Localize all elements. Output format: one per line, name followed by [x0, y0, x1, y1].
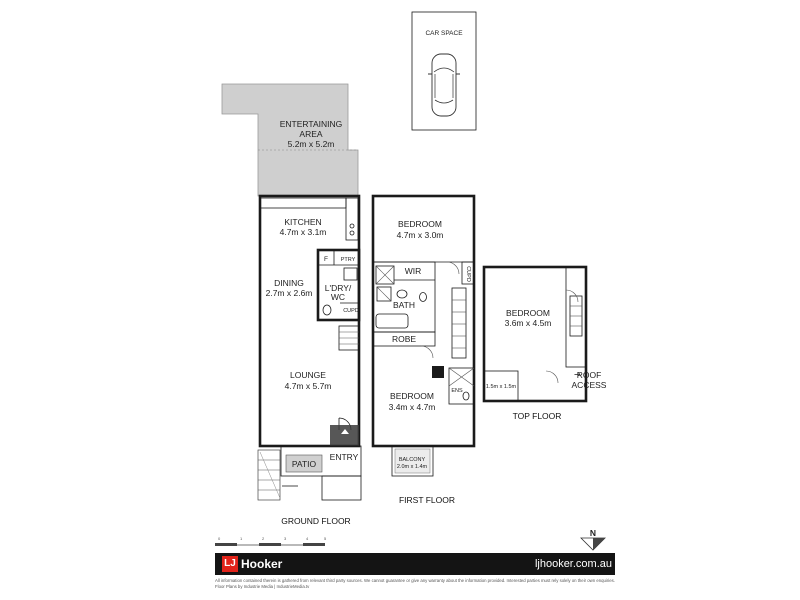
pantry-label: PTRY — [341, 257, 356, 263]
bedroom2-size: 3.4m x 4.7m — [389, 402, 436, 412]
balcony-size: 2.0m x 1.4m — [397, 464, 428, 470]
compass-icon: N — [580, 528, 606, 551]
lounge-label: LOUNGE — [290, 370, 326, 380]
basin-icon — [396, 289, 408, 299]
patio-outline — [280, 445, 362, 477]
laundry-label: L'DRY/ — [325, 283, 352, 293]
laundry-label-2: WC — [331, 292, 345, 302]
brand-url-link[interactable]: ljhooker.com.au — [534, 558, 612, 570]
bath-toilet-icon — [419, 292, 427, 302]
ground-floor: ENTERTAINING AREA 5.2m x 5.2m KITCHEN 4.… — [221, 83, 362, 526]
bath-label: BATH — [393, 300, 415, 310]
ens-label: ENS — [451, 388, 463, 394]
car-space-label: CAR SPACE — [425, 30, 463, 37]
compass-north-label: N — [590, 528, 596, 538]
laundry-tub — [343, 267, 358, 281]
footer-bar — [215, 553, 615, 575]
bedroom3-size: 3.6m x 4.5m — [505, 318, 552, 328]
kitchen-label: KITCHEN — [284, 217, 321, 227]
bedroom3-label: BEDROOM — [506, 308, 550, 318]
top-stairs — [569, 295, 583, 337]
car-icon — [428, 53, 460, 117]
robe-label: ROBE — [392, 334, 416, 344]
scale-tick-4: 4 — [306, 536, 309, 541]
bathtub-icon — [375, 313, 409, 329]
dining-size: 2.7m x 2.6m — [266, 288, 313, 298]
first-floor-title: FIRST FLOOR — [399, 495, 455, 505]
bedroom1-label: BEDROOM — [398, 219, 442, 229]
bedroom2-label: BEDROOM — [390, 391, 434, 401]
kitchen-side-bench — [345, 197, 359, 241]
balcony-label: BALCONY — [399, 457, 426, 463]
front-steps — [257, 449, 281, 501]
entertaining-label-2: AREA — [299, 129, 322, 139]
scale-tick-3: 3 — [284, 536, 287, 541]
scale-tick-2: 2 — [262, 536, 265, 541]
lounge-size: 4.7m x 5.7m — [285, 381, 332, 391]
brand-logo-mark: LJ — [222, 556, 238, 572]
brand-name: Hooker — [241, 557, 283, 571]
scale-tick-0: 0 — [218, 536, 221, 541]
robe-box — [372, 331, 436, 347]
small-room-label: 1.5m x 1.5m — [486, 384, 517, 390]
small-room-box — [483, 370, 519, 402]
first-floor: BEDROOM 4.7m x 3.0m WIR BATH CUPD ROBE — [371, 194, 476, 505]
entry-arrow-icon — [341, 429, 349, 434]
toilet-icon — [322, 304, 332, 316]
linen-x-box — [375, 265, 395, 285]
roof-label: ROOF — [577, 370, 602, 380]
patio-label: PATIO — [292, 459, 317, 469]
disclaimer-line-2: Floor Plans by Industrie Media | Industr… — [215, 583, 310, 589]
fridge-label: F — [324, 256, 328, 263]
entertaining-label: ENTERTAINING — [280, 119, 343, 129]
patio-area — [285, 454, 323, 473]
entertaining-size: 5.2m x 5.2m — [288, 139, 335, 149]
scale-tick-1: 1 — [240, 536, 243, 541]
disclaimer-text: All information contained therein is gat… — [215, 578, 615, 589]
first-stairs — [451, 287, 467, 359]
cupd-label-first: CUPD — [465, 266, 471, 282]
dining-label: DINING — [274, 278, 304, 288]
top-floor: BEDROOM 3.6m x 4.5m 1.5m x 1.5m → ROOF A… — [482, 265, 607, 421]
wir-label: WIR — [405, 266, 422, 276]
entry-closet — [330, 425, 359, 446]
roof-label-2: ACCESS — [572, 380, 607, 390]
cupd-label-ground: CUPD — [343, 308, 359, 314]
entry-label: ENTRY — [330, 452, 359, 462]
car-space: CAR SPACE — [411, 11, 477, 131]
car-space-outline — [411, 11, 477, 131]
top-floor-title: TOP FLOOR — [513, 411, 562, 421]
ground-stairs — [338, 325, 360, 351]
scale-tick-5: 5 — [324, 536, 327, 541]
scale-bar: 0 1 2 3 4 5 — [215, 536, 327, 546]
kitchen-size: 4.7m x 3.1m — [280, 227, 327, 237]
kitchen-bench — [259, 197, 347, 209]
ensuite-box — [448, 367, 475, 405]
balcony-outline — [391, 445, 434, 477]
disclaimer-line-1: All information contained therein is gat… — [215, 578, 615, 583]
ground-floor-title: GROUND FLOOR — [281, 516, 350, 526]
roof-arrow-icon: → — [574, 370, 581, 379]
laundry-walls — [316, 248, 361, 322]
bedroom1-size: 4.7m x 3.0m — [397, 230, 444, 240]
